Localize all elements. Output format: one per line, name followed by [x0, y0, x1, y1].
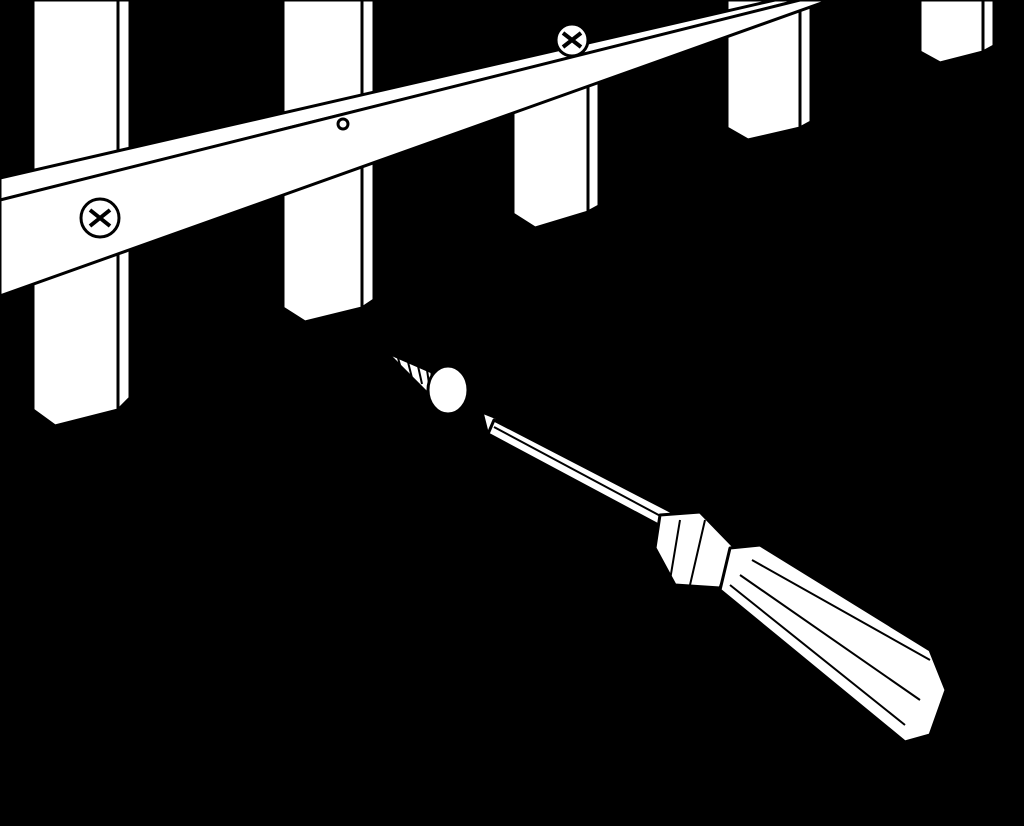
fence-slat-4 — [725, 0, 813, 142]
screwdriver — [480, 410, 948, 744]
fence-slat-3 — [511, 74, 601, 230]
rail-screw-left — [79, 197, 121, 239]
screw-hole — [336, 117, 350, 131]
fence-slat-5 — [918, 0, 996, 65]
rail-screw-right — [554, 22, 590, 58]
screw-cap — [426, 364, 470, 416]
fence-rail — [0, 0, 832, 298]
screwdriver-handle — [718, 543, 948, 744]
